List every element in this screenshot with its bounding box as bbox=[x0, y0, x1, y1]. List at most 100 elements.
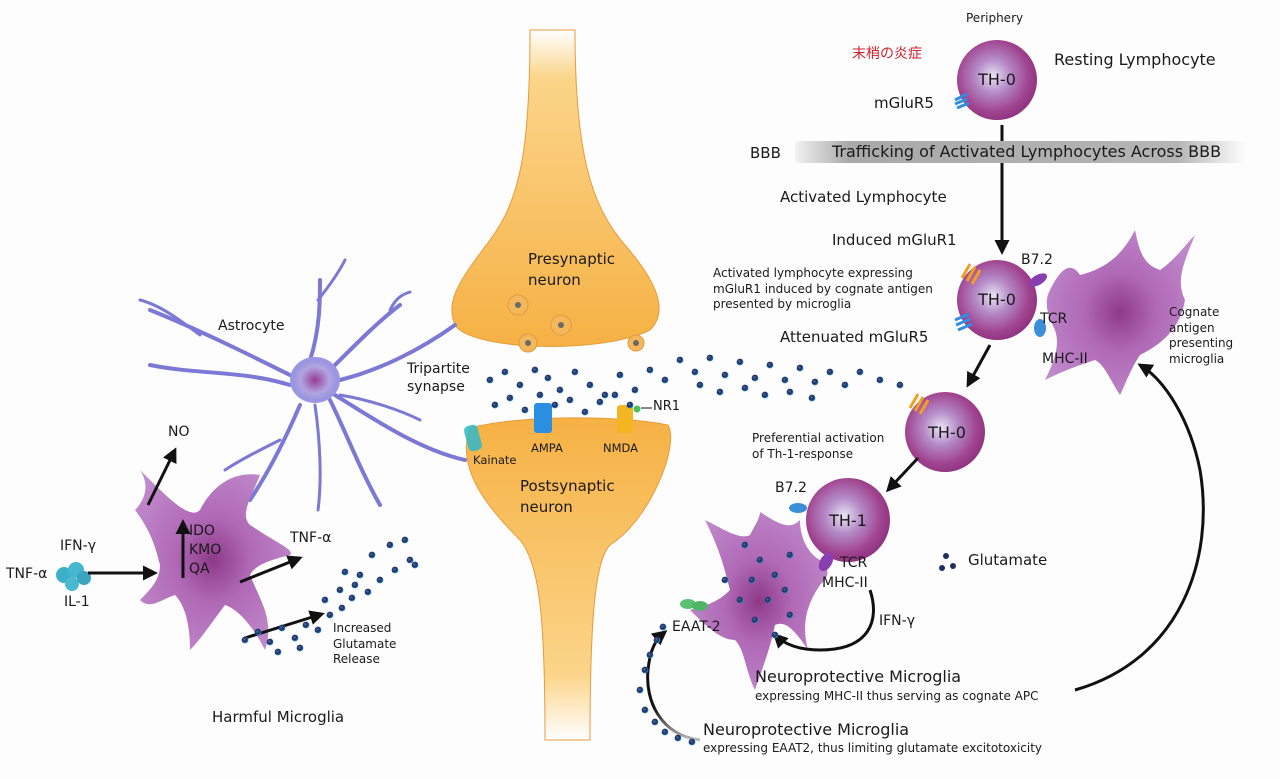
glutamate-dot bbox=[751, 616, 759, 624]
b72-receptor-th1 bbox=[789, 503, 807, 513]
ifn-gamma-label: IFN-γ bbox=[879, 613, 915, 629]
glutamate-dot bbox=[411, 561, 419, 569]
glutamate-dot bbox=[341, 568, 349, 576]
preferential-line: of Th-1-response bbox=[752, 446, 854, 461]
th1-cell-label: TH-1 bbox=[829, 511, 867, 530]
no-arrow bbox=[146, 447, 177, 506]
activated-lymphocyte-title: Activated Lymphocyte bbox=[780, 188, 947, 206]
preferential-line: Preferential activation bbox=[752, 431, 885, 445]
enzyme-kmo: KMO bbox=[189, 541, 222, 558]
nr1-site bbox=[633, 405, 641, 413]
glutamate-dot bbox=[876, 376, 884, 384]
th1-cell bbox=[806, 478, 890, 562]
presynaptic-line: Presynaptic bbox=[528, 250, 616, 268]
preferential-activation-label: Preferential activation of Th-1-response bbox=[752, 431, 884, 462]
apc-return-arrow bbox=[1074, 363, 1205, 692]
glutamate-dot bbox=[661, 376, 669, 384]
glutamate-dot bbox=[544, 374, 552, 382]
mglur5-receptor-attenuated bbox=[954, 312, 973, 332]
cognate-line: Cognate bbox=[1169, 305, 1220, 319]
glutamate-dot bbox=[786, 551, 794, 559]
postsynaptic-line: Postsynaptic bbox=[520, 477, 615, 495]
nmda-label: NMDA bbox=[603, 441, 639, 455]
cognate-microglia-label: Cognate antigen presenting microglia bbox=[1169, 305, 1233, 367]
activated-mhc-label: MHC-II bbox=[1042, 351, 1088, 367]
glutamate-dot bbox=[278, 624, 286, 632]
glutamate-dot bbox=[314, 626, 322, 634]
nmda-receptor bbox=[617, 405, 633, 433]
presynaptic-neuron bbox=[451, 29, 660, 347]
glutamate-dot bbox=[641, 666, 649, 674]
glutamate-dot bbox=[741, 384, 749, 392]
astrocyte bbox=[138, 258, 467, 512]
release-line: Glutamate bbox=[333, 636, 397, 651]
glutamate-dot bbox=[254, 628, 262, 636]
tnf-output-arrow bbox=[239, 555, 303, 584]
glutamate-dot bbox=[536, 391, 544, 399]
glutamate-dot bbox=[326, 611, 334, 619]
cytokine-cluster bbox=[56, 562, 91, 591]
glutamate-dot bbox=[688, 738, 696, 746]
mglur1-receptor-activated bbox=[960, 263, 982, 285]
japanese-inflammation-label: 末梢の炎症 bbox=[852, 46, 922, 62]
th1-mhc-label: MHC-II bbox=[822, 575, 868, 591]
glutamate-dot bbox=[364, 588, 372, 596]
glutamate-dot bbox=[841, 381, 849, 389]
glutamate-dot bbox=[601, 391, 609, 399]
glutamate-dot bbox=[386, 541, 394, 549]
glutamate-dot bbox=[616, 371, 624, 379]
resting-lymphocyte-label: Resting Lymphocyte bbox=[1054, 50, 1216, 69]
glutamate-dot bbox=[716, 388, 724, 396]
nr1-label: NR1 bbox=[653, 399, 681, 414]
bbb-banner-text: Trafficking of Activated Lymphocytes Acr… bbox=[832, 142, 1222, 161]
neuroprotective-eaat-title: Neuroprotective Microglia bbox=[703, 720, 910, 739]
glutamate-dot bbox=[486, 376, 494, 384]
glutamate-dot bbox=[391, 566, 399, 574]
arrow-to-th0 bbox=[966, 344, 992, 388]
activated-description-line: Activated lymphocyte expressing bbox=[713, 266, 913, 280]
glutamate-dot bbox=[721, 371, 729, 379]
glutamate-dot bbox=[506, 394, 514, 402]
glutamate-dot bbox=[653, 636, 661, 644]
enzyme-list: IDO KMO QA bbox=[189, 522, 221, 579]
glutamate-dot bbox=[491, 401, 499, 409]
glutamate-dot bbox=[786, 611, 794, 619]
glutamate-dot bbox=[611, 391, 619, 399]
activated-tcr-label: TCR bbox=[1040, 311, 1068, 327]
glutamate-dot bbox=[748, 576, 756, 584]
th0-cell-second bbox=[905, 392, 985, 472]
glutamate-dot bbox=[771, 631, 779, 639]
glutamate-dot bbox=[674, 734, 682, 742]
glutamate-dot bbox=[781, 376, 789, 384]
tcr-mhc-complex-activated bbox=[1034, 319, 1046, 337]
glutamate-dot bbox=[761, 391, 769, 399]
glutamate-dot bbox=[516, 381, 524, 389]
enzyme-qa: QA bbox=[189, 560, 210, 577]
glutamate-dot bbox=[406, 556, 414, 564]
il1-label: IL-1 bbox=[64, 594, 90, 610]
postsynaptic-neuron-label: Postsynaptic neuron bbox=[520, 476, 615, 518]
enzyme-ido: IDO bbox=[189, 523, 215, 539]
glutamate-dot bbox=[736, 358, 744, 366]
glutamate-dot bbox=[266, 638, 274, 646]
glutamate-dot bbox=[764, 596, 772, 604]
glutamate-dot bbox=[781, 586, 789, 594]
arrow-to-th1 bbox=[885, 456, 920, 493]
release-line: Release bbox=[333, 652, 380, 667]
kainate-label: Kainate bbox=[473, 453, 517, 467]
glutamate-dot bbox=[348, 594, 356, 602]
second-th0-label: TH-0 bbox=[928, 423, 966, 442]
cognate-line: antigen bbox=[1169, 320, 1215, 335]
glutamate-dot bbox=[581, 408, 589, 416]
glutamate-dot bbox=[556, 386, 564, 394]
presynaptic-neuron-label: Presynaptic neuron bbox=[528, 249, 615, 291]
activated-description-line: mGluR1 induced by cognate antigen bbox=[713, 281, 933, 296]
glutamate-dot bbox=[586, 381, 594, 389]
glutamate-dot bbox=[296, 644, 304, 652]
glutamate-dot bbox=[291, 634, 299, 642]
kainate-receptor bbox=[463, 424, 483, 452]
resting-lymphocyte-cell bbox=[957, 40, 1037, 120]
glutamate-dot bbox=[351, 581, 359, 589]
glutamate-dot bbox=[826, 368, 834, 376]
